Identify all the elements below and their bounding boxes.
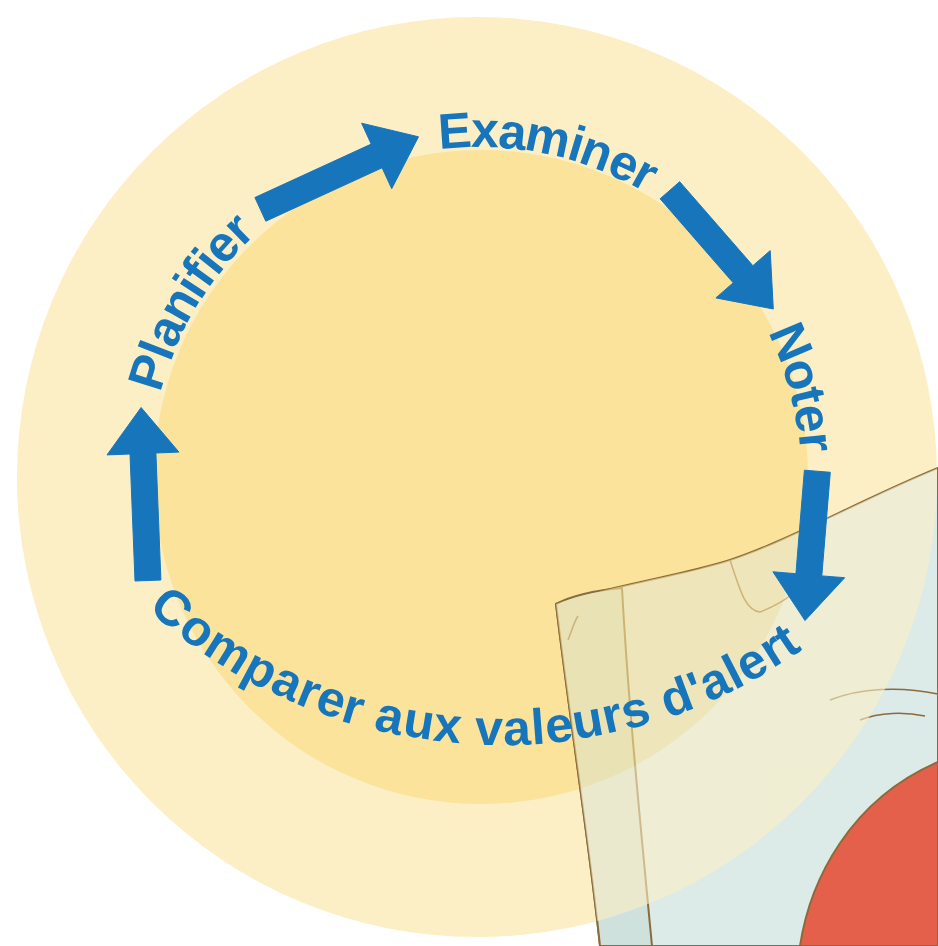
text-glyph: a: [502, 698, 532, 757]
step-label: Planifier: [116, 195, 271, 405]
step-label: Noter: [758, 309, 849, 474]
inner-circle: [154, 150, 808, 804]
cycle-step: Planifier: [116, 195, 271, 405]
cycle-arrow: [773, 470, 845, 620]
cycle-step: Noter: [758, 309, 849, 474]
text-glyph: E: [436, 101, 473, 161]
outer-circle: [17, 17, 937, 937]
text-glyph: v: [475, 699, 504, 758]
cycle-arrow: [255, 123, 419, 221]
step-label: Comparer aux valeurs d'alert: [139, 575, 819, 761]
cycle-step: Comparer aux valeurs d'alert: [139, 575, 819, 761]
cycle-arrow: [107, 408, 179, 582]
text-glyph: [460, 698, 477, 757]
text-glyph: x: [431, 695, 465, 756]
cycle-arrow: [660, 182, 773, 309]
cycle-step: Examiner: [421, 97, 678, 206]
circle-tint: [17, 17, 937, 937]
step-label: Examiner: [421, 97, 678, 206]
text-glyph: x: [470, 101, 499, 160]
